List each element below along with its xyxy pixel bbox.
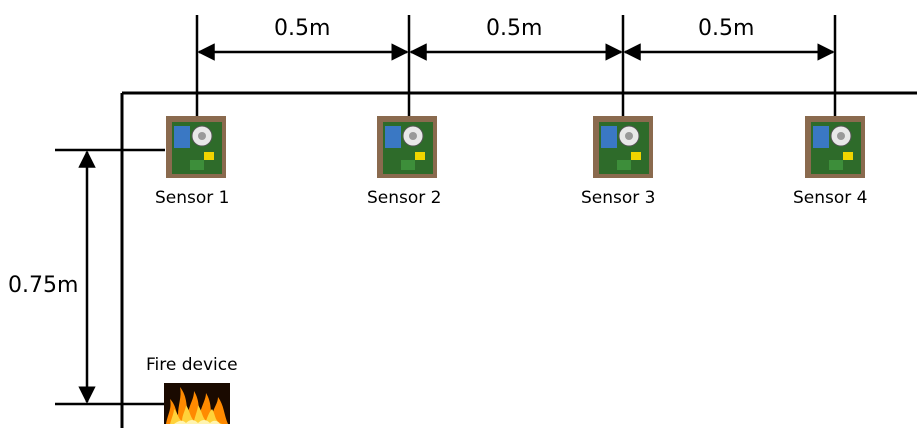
vertical-distance-label: 0.75m bbox=[8, 273, 79, 298]
fire-device-label: Fire device bbox=[146, 355, 238, 375]
sensor-3-image bbox=[593, 116, 653, 178]
fire-icon bbox=[164, 383, 230, 424]
sensor-4-label: Sensor 4 bbox=[793, 188, 868, 208]
sensor-4-image bbox=[805, 116, 865, 178]
sensor-1-label: Sensor 1 bbox=[155, 188, 230, 208]
sensor-2-label: Sensor 2 bbox=[367, 188, 442, 208]
sensor-2-image bbox=[377, 116, 437, 178]
spacing-label-2: 0.5m bbox=[486, 16, 543, 41]
spacing-label-3: 0.5m bbox=[698, 16, 755, 41]
sensor-1-image bbox=[166, 116, 226, 178]
sensor-3-label: Sensor 3 bbox=[581, 188, 656, 208]
spacing-label-1: 0.5m bbox=[274, 16, 331, 41]
